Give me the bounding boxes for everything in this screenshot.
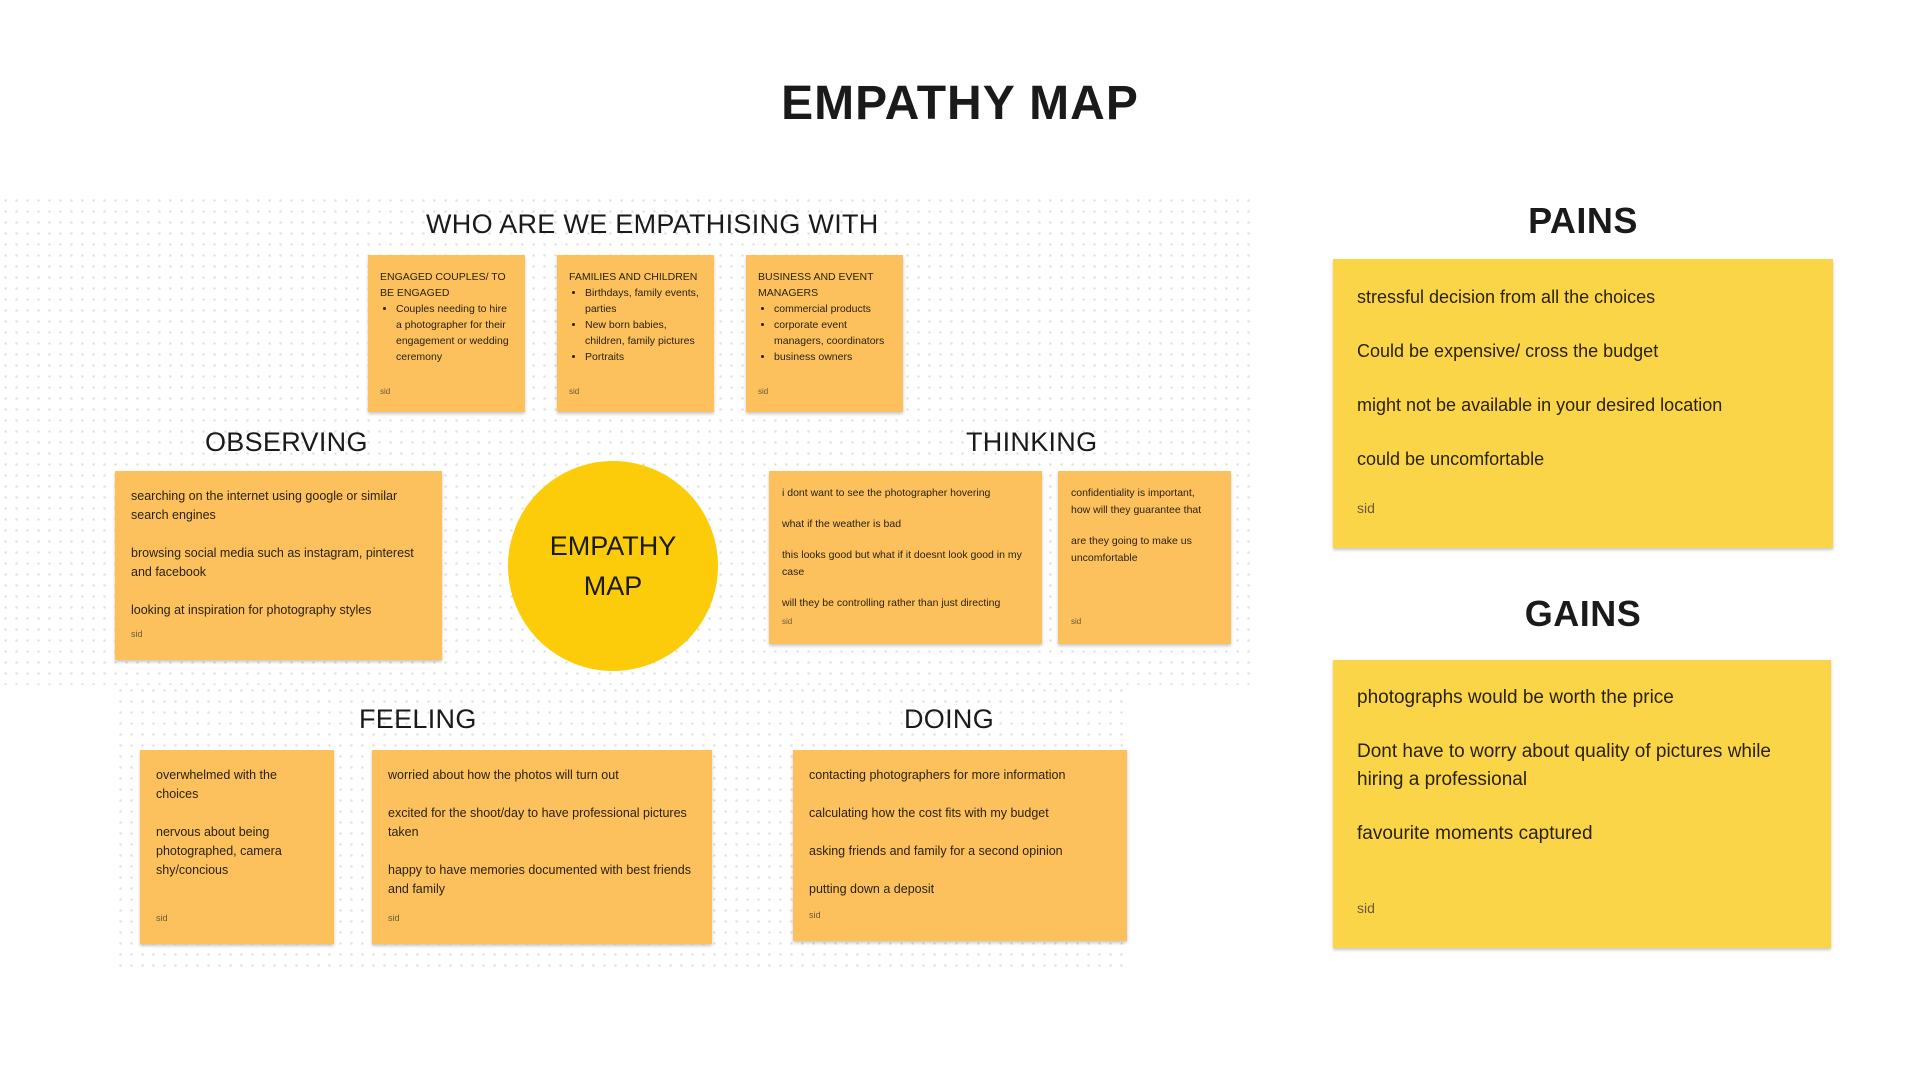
sticky-author: sid bbox=[569, 387, 580, 396]
sticky-text: browsing social media such as instagram,… bbox=[131, 546, 414, 579]
sticky-doing[interactable]: contacting photographers for more inform… bbox=[793, 750, 1127, 941]
sticky-families[interactable]: FAMILIES AND CHILDREN Birthdays, family … bbox=[557, 255, 714, 412]
sticky-text: overwhelmed with the choices bbox=[156, 768, 277, 801]
sticky-text: asking friends and family for a second o… bbox=[809, 844, 1063, 858]
sticky-heading: FAMILIES AND CHILDREN bbox=[569, 271, 698, 283]
sticky-text: will they be controlling rather than jus… bbox=[782, 597, 1001, 609]
sticky-author: sid bbox=[156, 913, 168, 923]
circle-label-line1: EMPATHY bbox=[549, 531, 677, 561]
sticky-thinking-1[interactable]: i dont want to see the photographer hove… bbox=[769, 471, 1042, 644]
sticky-text: nervous about being photographed, camera… bbox=[156, 825, 282, 877]
page-title: EMPATHY MAP bbox=[781, 77, 1139, 130]
sticky-text: Could be expensive/ cross the budget bbox=[1357, 341, 1659, 361]
sticky-heading: ENGAGED COUPLES/ TO BE ENGAGED bbox=[380, 271, 506, 299]
sticky-author: sid bbox=[1357, 500, 1375, 516]
sticky-feeling-1[interactable]: overwhelmed with the choices nervous abo… bbox=[140, 750, 334, 944]
sticky-text: excited for the shoot/day to have profes… bbox=[388, 806, 687, 839]
sticky-text: photographs would be worth the price bbox=[1357, 687, 1674, 708]
sticky-text: this looks good but what if it doesnt lo… bbox=[782, 549, 1022, 578]
sticky-text: what if the weather is bad bbox=[782, 518, 902, 530]
sticky-gains[interactable]: photographs would be worth the price Don… bbox=[1333, 660, 1831, 948]
sticky-business[interactable]: BUSINESS AND EVENT MANAGERS commercial p… bbox=[746, 255, 903, 412]
sticky-text: happy to have memories documented with b… bbox=[388, 863, 691, 896]
sticky-bullet: Birthdays, family events, parties bbox=[585, 285, 702, 317]
sticky-observing[interactable]: searching on the internet using google o… bbox=[115, 471, 442, 660]
sticky-author: sid bbox=[1357, 900, 1375, 916]
sticky-text: stressful decision from all the choices bbox=[1357, 287, 1656, 307]
sticky-author: sid bbox=[809, 910, 821, 920]
sticky-bullet: Couples needing to hire a photographer f… bbox=[396, 301, 513, 365]
sticky-bullet: Portraits bbox=[585, 349, 702, 365]
sticky-text: might not be available in your desired l… bbox=[1357, 395, 1723, 415]
sticky-text: putting down a deposit bbox=[809, 882, 935, 896]
gains-heading: GAINS bbox=[1524, 593, 1642, 634]
sticky-text: calculating how the cost fits with my bu… bbox=[809, 806, 1049, 820]
sticky-author: sid bbox=[1071, 617, 1082, 626]
sticky-text: searching on the internet using google o… bbox=[131, 489, 398, 522]
doing-label: DOING bbox=[904, 704, 995, 734]
thinking-label: THINKING bbox=[966, 427, 1098, 457]
sticky-author: sid bbox=[782, 617, 793, 626]
sticky-bullet: commercial products bbox=[774, 301, 891, 317]
sticky-pains[interactable]: stressful decision from all the choices … bbox=[1333, 259, 1833, 548]
sticky-text: looking at inspiration for photography s… bbox=[131, 603, 372, 617]
sticky-bullet: corporate event managers, coordinators bbox=[774, 317, 891, 349]
sticky-text: are they going to make us uncomfortable bbox=[1071, 535, 1192, 564]
sticky-text: confidentiality is important, how will t… bbox=[1071, 487, 1202, 516]
sticky-author: sid bbox=[131, 629, 143, 639]
who-label: WHO ARE WE EMPATHISING WITH bbox=[426, 209, 879, 239]
sticky-heading: BUSINESS AND EVENT MANAGERS bbox=[758, 271, 874, 299]
sticky-text: could be uncomfortable bbox=[1357, 449, 1545, 469]
pains-heading: PAINS bbox=[1528, 200, 1638, 241]
sticky-bullet: New born babies, children, family pictur… bbox=[585, 317, 702, 349]
circle-label-line2: MAP bbox=[583, 571, 643, 601]
sticky-author: sid bbox=[388, 913, 400, 923]
feeling-label: FEELING bbox=[359, 704, 477, 734]
sticky-bullet: business owners bbox=[774, 349, 891, 365]
sticky-text: contacting photographers for more inform… bbox=[809, 768, 1066, 782]
sticky-text: worried about how the photos will turn o… bbox=[388, 768, 619, 782]
sticky-text: favourite moments captured bbox=[1357, 823, 1593, 844]
sticky-feeling-2[interactable]: worried about how the photos will turn o… bbox=[372, 750, 712, 944]
empathy-map-circle: EMPATHY MAP bbox=[508, 461, 718, 671]
sticky-author: sid bbox=[380, 387, 391, 396]
observing-label: OBSERVING bbox=[205, 427, 368, 457]
sticky-engaged-couples[interactable]: ENGAGED COUPLES/ TO BE ENGAGED Couples n… bbox=[368, 255, 525, 412]
sticky-text: Dont have to worry about quality of pict… bbox=[1357, 741, 1771, 790]
sticky-thinking-2[interactable]: confidentiality is important, how will t… bbox=[1058, 471, 1231, 644]
sticky-text: i dont want to see the photographer hove… bbox=[782, 487, 991, 499]
sticky-author: sid bbox=[758, 387, 769, 396]
